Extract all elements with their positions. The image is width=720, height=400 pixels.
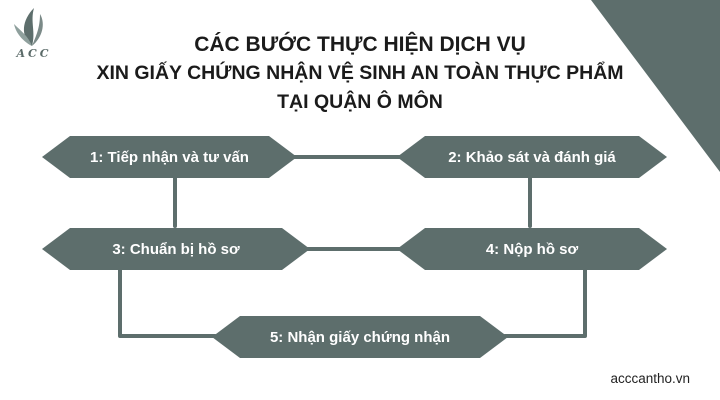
step-1-label: 1: Tiếp nhận và tư vấn — [90, 148, 249, 166]
step-5: 5: Nhận giấy chứng nhận — [212, 316, 508, 358]
step-3: 3: Chuẩn bị hồ sơ — [42, 228, 310, 270]
step-4: 4: Nộp hồ sơ — [397, 228, 667, 270]
website-url: acccantho.vn — [610, 371, 690, 386]
step-2-label: 2: Khảo sát và đánh giá — [448, 148, 616, 166]
connector-3-5 — [118, 268, 217, 338]
acc-logo: ACC — [10, 6, 54, 62]
title-line-1: CÁC BƯỚC THỰC HIỆN DỊCH VỤ — [194, 33, 526, 56]
leaf-logo-icon — [14, 8, 43, 46]
step-1: 1: Tiếp nhận và tư vấn — [42, 136, 297, 178]
step-5-label: 5: Nhận giấy chứng nhận — [269, 328, 451, 346]
logo-text: ACC — [16, 47, 52, 60]
step-4-label: 4: Nộp hồ sơ — [485, 240, 579, 258]
step-2: 2: Khảo sát và đánh giá — [397, 136, 667, 178]
title-line-3: TẠI QUẬN Ô MÔN — [277, 91, 443, 113]
title-line-2: XIN GIẤY CHỨNG NHẬN VỆ SINH AN TOÀN THỰC… — [96, 62, 624, 84]
connector-4-5 — [503, 268, 587, 338]
step-3-label: 3: Chuẩn bị hồ sơ — [112, 240, 240, 258]
page-title: CÁC BƯỚC THỰC HIỆN DỊCH VỤ XIN GIẤY CHỨN… — [0, 30, 720, 117]
